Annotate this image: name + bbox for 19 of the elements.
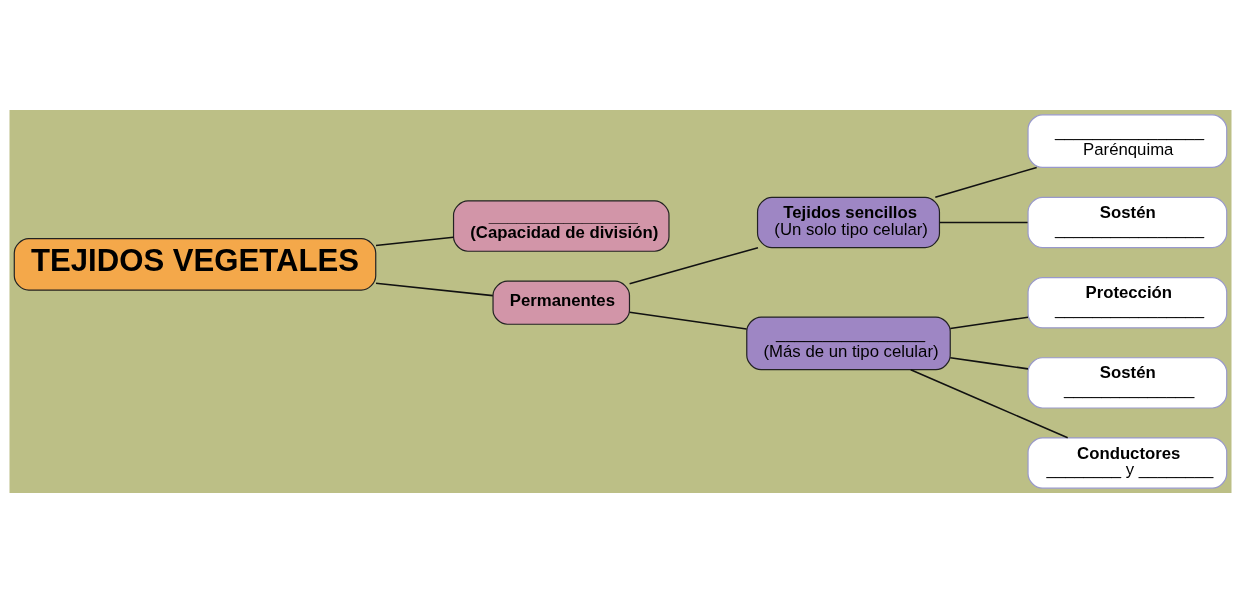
connector [628, 246, 759, 285]
node-box: ________________ (Capacidad de división) [452, 200, 670, 252]
node-box: ________________ Parénquima [1027, 114, 1228, 169]
node-box: Sostén ________________ [1027, 196, 1228, 249]
node-box: Protección ________________ [1027, 276, 1228, 329]
connector [939, 221, 1029, 224]
connector [949, 316, 1029, 330]
node-box: Tejidos sencillos (Un solo tipo celular) [756, 196, 941, 249]
connector [375, 282, 494, 297]
connector [934, 166, 1038, 199]
connector [909, 369, 1069, 439]
connector [375, 236, 455, 247]
node-box: Permanentes [492, 280, 631, 325]
node-box: TEJIDOS VEGETALES [13, 238, 377, 291]
node-box: Conductores ________ y ________ [1027, 437, 1228, 489]
connector [628, 311, 748, 330]
node-box: ________________ (Más de un tipo celular) [746, 316, 951, 371]
node-box: Sostén ______________ [1027, 357, 1228, 409]
connector [949, 357, 1029, 370]
